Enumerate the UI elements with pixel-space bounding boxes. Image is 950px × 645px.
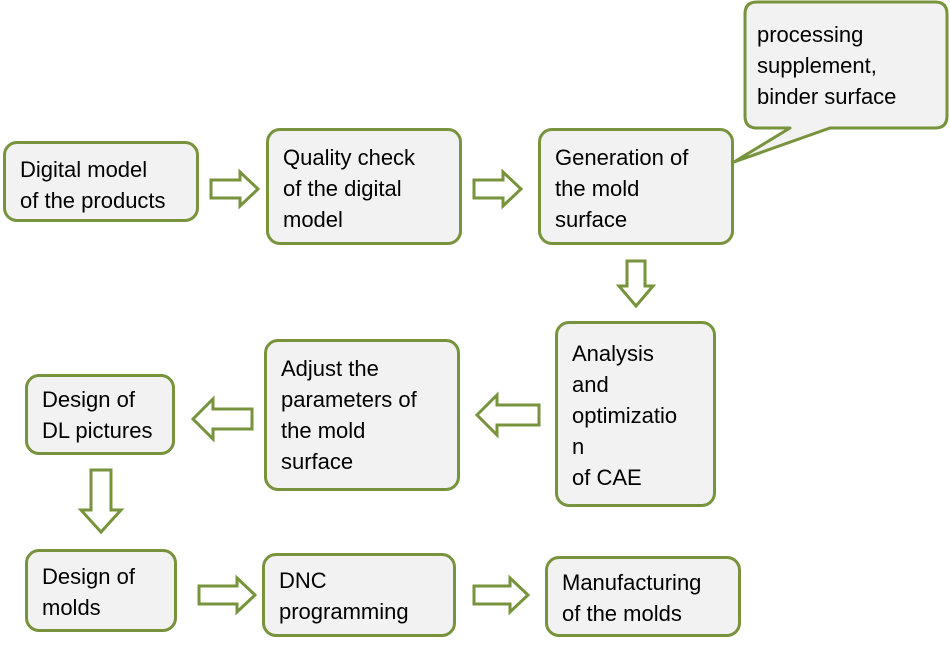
arrow-left-2 <box>190 395 254 443</box>
node-dnc: DNC programming <box>262 553 456 637</box>
node-quality-check: Quality check of the digital model <box>266 128 462 245</box>
arrow-left-1 <box>474 391 541 439</box>
callout-bubble <box>732 0 949 164</box>
node-analysis: Analysis and optimizatio n of CAE <box>555 321 716 507</box>
node-design-molds: Design of molds <box>25 549 177 632</box>
arrow-down-2 <box>77 468 125 535</box>
arrow-right-3 <box>197 574 258 616</box>
node-generation: Generation of the mold surface <box>538 128 734 245</box>
callout-text: processing supplement, binder surface <box>757 22 897 109</box>
arrow-right-4 <box>472 574 531 616</box>
arrow-right-2 <box>472 168 524 210</box>
node-digital-model: Digital model of the products <box>3 141 199 222</box>
node-design-dl: Design of DL pictures <box>25 374 175 455</box>
arrow-right-1 <box>209 168 261 210</box>
arrow-down-1 <box>615 259 657 309</box>
node-adjust: Adjust the parameters of the mold surfac… <box>264 339 460 491</box>
node-manufacturing: Manufacturing of the molds <box>545 556 741 637</box>
